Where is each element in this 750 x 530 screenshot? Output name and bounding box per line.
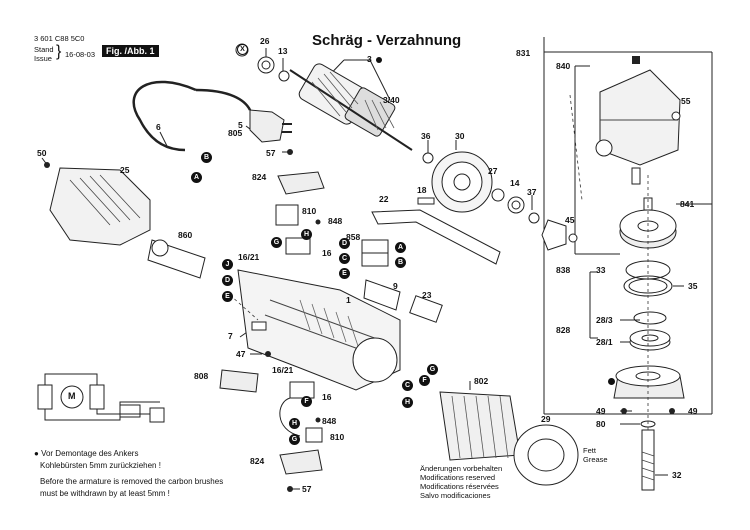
part-label-14: 14	[510, 178, 520, 188]
connector-b-block: B	[395, 257, 406, 268]
part-label-29: 29	[541, 414, 551, 424]
part-label-16-bottom: 16	[322, 392, 332, 402]
part-label-848-top: 848	[328, 216, 343, 226]
part-label-45: 45	[565, 215, 575, 225]
figure-label: Fig. /Abb. 1	[102, 45, 159, 57]
note-bullet-icon: ●	[34, 449, 42, 458]
part-label-22: 22	[379, 194, 389, 204]
change-note-en: Modifications reserved	[420, 473, 496, 482]
note-de-line1-text: Vor Demontage des Ankers	[41, 449, 139, 458]
grease-dot-icon-flange	[608, 378, 615, 385]
part-label-9: 9	[393, 281, 398, 291]
connector-a-cable: A	[191, 172, 202, 183]
part-label-1: 1	[346, 295, 351, 305]
connector-c-stator: C	[402, 380, 413, 391]
part-label-7: 7	[228, 331, 233, 341]
connector-h-stator: H	[402, 397, 413, 408]
part-label-858: 858	[346, 232, 361, 242]
part-label-828: 828	[556, 325, 571, 335]
connector-g-bottom: G	[289, 434, 300, 445]
part-label-810-top: 810	[302, 206, 317, 216]
part-label-36: 36	[421, 131, 431, 141]
note-de-line1: ● Vor Demontage des Ankers	[34, 448, 138, 459]
issue-label: Issue	[34, 54, 52, 63]
connector-d-switch: D	[222, 275, 233, 286]
connector-e-block: E	[339, 268, 350, 279]
part-label-32: 32	[672, 470, 682, 480]
part-label-838: 838	[556, 265, 571, 275]
connector-h-top: H	[301, 229, 312, 240]
part-label-57-bottom: 57	[302, 484, 312, 494]
part-label-35: 35	[688, 281, 698, 291]
note-de-line2: Kohlebürsten 5mm zurückziehen !	[40, 461, 161, 470]
part-label-47: 47	[236, 349, 246, 359]
part-label-55: 55	[681, 96, 691, 106]
connector-d-block: D	[339, 238, 350, 249]
part-label-824-top: 824	[252, 172, 267, 182]
part-label-49-right: 49	[688, 406, 698, 416]
part-label-33: 33	[596, 265, 606, 275]
part-label-5: 5	[238, 120, 243, 130]
part-label-848-bottom: 848	[322, 416, 337, 426]
part-label-25: 25	[120, 165, 130, 175]
connector-c-block: C	[339, 253, 350, 264]
connector-e-switch: E	[222, 291, 233, 302]
page-title: Schräg - Verzahnung	[312, 32, 462, 49]
change-note-fr: Modifications réservées	[420, 482, 499, 491]
part-label-57-top: 57	[266, 148, 276, 158]
connector-j-switch: J	[222, 259, 233, 270]
part-label-831: 831	[516, 48, 531, 58]
part-label-49-left: 49	[596, 406, 606, 416]
connector-g-top: G	[271, 237, 282, 248]
connector-b-cable: B	[201, 152, 212, 163]
part-label-805: 805	[228, 128, 243, 138]
part-label-16-21-top: 16/21	[238, 252, 260, 262]
part-label-840: 840	[556, 61, 571, 71]
change-note-es: Salvo modificaciones	[420, 491, 491, 500]
stand-label: Stand	[34, 45, 54, 54]
part-label-18: 18	[417, 185, 427, 195]
part-label-860: 860	[178, 230, 193, 240]
part-label-37: 37	[527, 187, 537, 197]
part-label-13: 13	[278, 46, 288, 56]
part-label-28-3: 28/3	[596, 315, 613, 325]
part-label-16-top: 16	[322, 248, 332, 258]
grease-legend-en: Grease	[583, 455, 608, 464]
doc-number: 3 601 C88 5C0	[34, 34, 85, 43]
part-label-3: 3	[367, 54, 372, 64]
part-label-27: 27	[488, 166, 498, 176]
part-label-26: 26	[260, 36, 270, 46]
grease-legend-de: Fett	[583, 446, 596, 455]
part-label-841: 841	[680, 199, 695, 209]
grease-dot-icon	[376, 57, 382, 63]
connector-f-bottom: F	[301, 396, 312, 407]
note-en-line1: Before the armature is removed the carbo…	[40, 477, 224, 486]
part-label-808: 808	[194, 371, 209, 381]
part-label-16-21-bottom: 16/21	[272, 365, 294, 375]
connector-g-stator: G	[427, 364, 438, 375]
part-label-50: 50	[37, 148, 47, 158]
connector-a-block: A	[395, 242, 406, 253]
issue-date: 16-08-03	[65, 50, 96, 59]
part-label-3-40: 3/40	[383, 95, 400, 105]
connector-h-bottom: H	[289, 418, 300, 429]
part-label-80: 80	[596, 419, 606, 429]
part-label-802: 802	[474, 376, 489, 386]
part-label-30: 30	[455, 131, 465, 141]
motor-symbol-label: M	[68, 391, 76, 401]
connector-f-stator: F	[419, 375, 430, 386]
stand-brace: }	[56, 43, 62, 60]
part-label-824-bottom: 824	[250, 456, 265, 466]
part-label-810-bottom: 810	[330, 432, 345, 442]
x-marker-icon: X	[237, 44, 248, 55]
part-label-28-1: 28/1	[596, 337, 613, 347]
part-label-6: 6	[156, 122, 161, 132]
change-note-de: Änderungen vorbehalten	[420, 464, 503, 473]
part-label-23: 23	[422, 290, 432, 300]
note-en-line2: must be withdrawn by at least 5mm !	[40, 489, 170, 498]
